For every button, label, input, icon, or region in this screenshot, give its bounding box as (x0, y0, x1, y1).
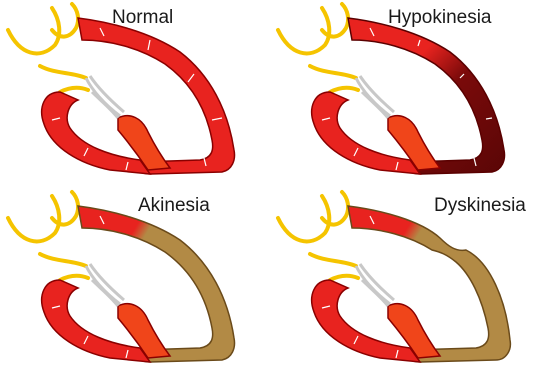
left-atrium-vessel (40, 66, 88, 92)
left-atrium-vessel (40, 254, 88, 280)
left-atrium-vessel (310, 254, 358, 280)
panel-hypokinesia: Hypokinesia (270, 0, 540, 188)
great-vessel (278, 4, 348, 53)
left-atrium-vessel (310, 66, 358, 92)
panel-normal: Normal (0, 0, 270, 188)
panel-label-akinesia: Akinesia (138, 195, 210, 217)
great-vessel (8, 4, 78, 53)
valve-leaflets (86, 76, 124, 118)
great-vessel (278, 192, 348, 241)
heart-akinesia-diagram (0, 188, 270, 376)
valve-leaflets (356, 264, 394, 306)
panel-akinesia: Akinesia (0, 188, 270, 376)
valve-leaflets (356, 76, 394, 118)
great-vessel (8, 192, 78, 241)
panel-dyskinesia: Dyskinesia (270, 188, 540, 376)
panel-label-normal: Normal (112, 7, 173, 29)
panel-label-dyskinesia: Dyskinesia (434, 195, 526, 217)
valve-leaflets (86, 264, 124, 306)
panel-label-hypokinesia: Hypokinesia (388, 7, 492, 29)
